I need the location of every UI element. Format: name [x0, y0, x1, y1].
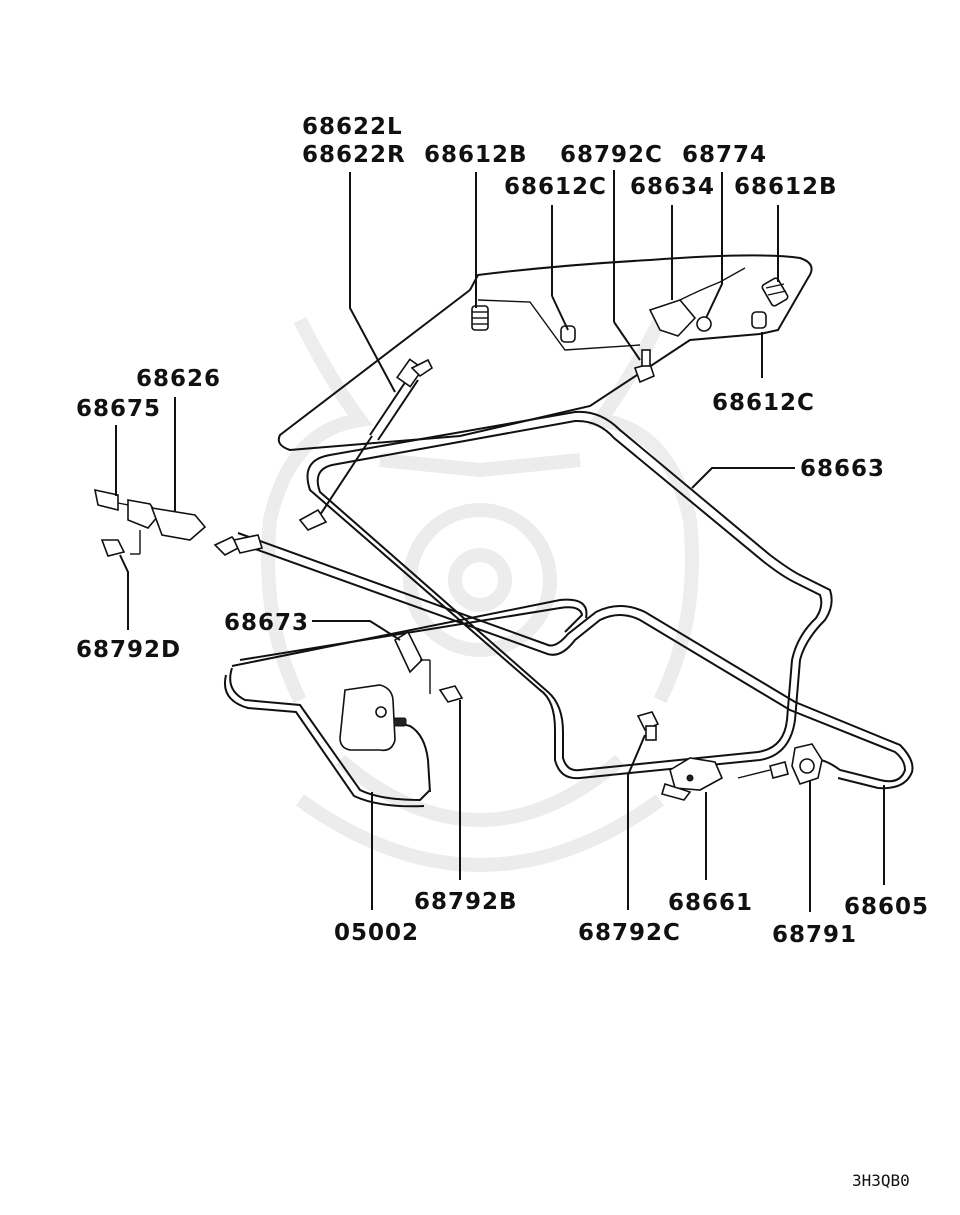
cable-connector: [213, 534, 264, 556]
label-68792B: 68792B: [414, 889, 518, 915]
label-05002: 05002: [334, 920, 419, 946]
lock-assembly-68626: [93, 488, 207, 557]
label-68663: 68663: [800, 456, 885, 482]
bumper-68612C-right: [751, 311, 767, 329]
label-68792D: 68792D: [76, 637, 181, 663]
label-68612B-right: 68612B: [734, 174, 838, 200]
label-68675: 68675: [76, 396, 161, 422]
latch-68661: [660, 757, 724, 801]
handle-68673: [393, 630, 464, 703]
bumper-68612B-top: [471, 305, 489, 331]
label-68622R: 68622R: [302, 142, 406, 168]
label-68612C-top: 68612C: [504, 174, 607, 200]
latch-68634: [648, 267, 746, 337]
bumper-68612B-right: [761, 277, 789, 307]
leader-lines: [115, 170, 885, 912]
bolt-68792C-top: [633, 349, 655, 384]
label-68605: 68605: [844, 894, 929, 920]
label-68791: 68791: [772, 922, 857, 948]
label-68634: 68634: [630, 174, 715, 200]
label-68612B-top: 68612B: [424, 142, 528, 168]
label-68612C-right: 68612C: [712, 390, 815, 416]
fuel-lid-05002: [339, 684, 431, 793]
release-cable-68605: [224, 532, 914, 808]
label-68792C-bottom: 68792C: [578, 920, 681, 946]
weatherstrip-68663: [306, 410, 833, 780]
gas-strut-68622: [298, 358, 434, 531]
label-68626: 68626: [136, 366, 221, 392]
bolt-68792C-bottom: [636, 711, 660, 741]
diagram-code: 3H3QB0: [852, 1171, 910, 1190]
label-68792C-top: 68792C: [560, 142, 663, 168]
label-68622L: 68622L: [302, 114, 403, 140]
label-68661: 68661: [668, 890, 753, 916]
label-68673: 68673: [224, 610, 309, 636]
label-68774: 68774: [682, 142, 767, 168]
cylinder-68791: [737, 743, 823, 785]
bumper-68612C-top: [560, 325, 576, 343]
